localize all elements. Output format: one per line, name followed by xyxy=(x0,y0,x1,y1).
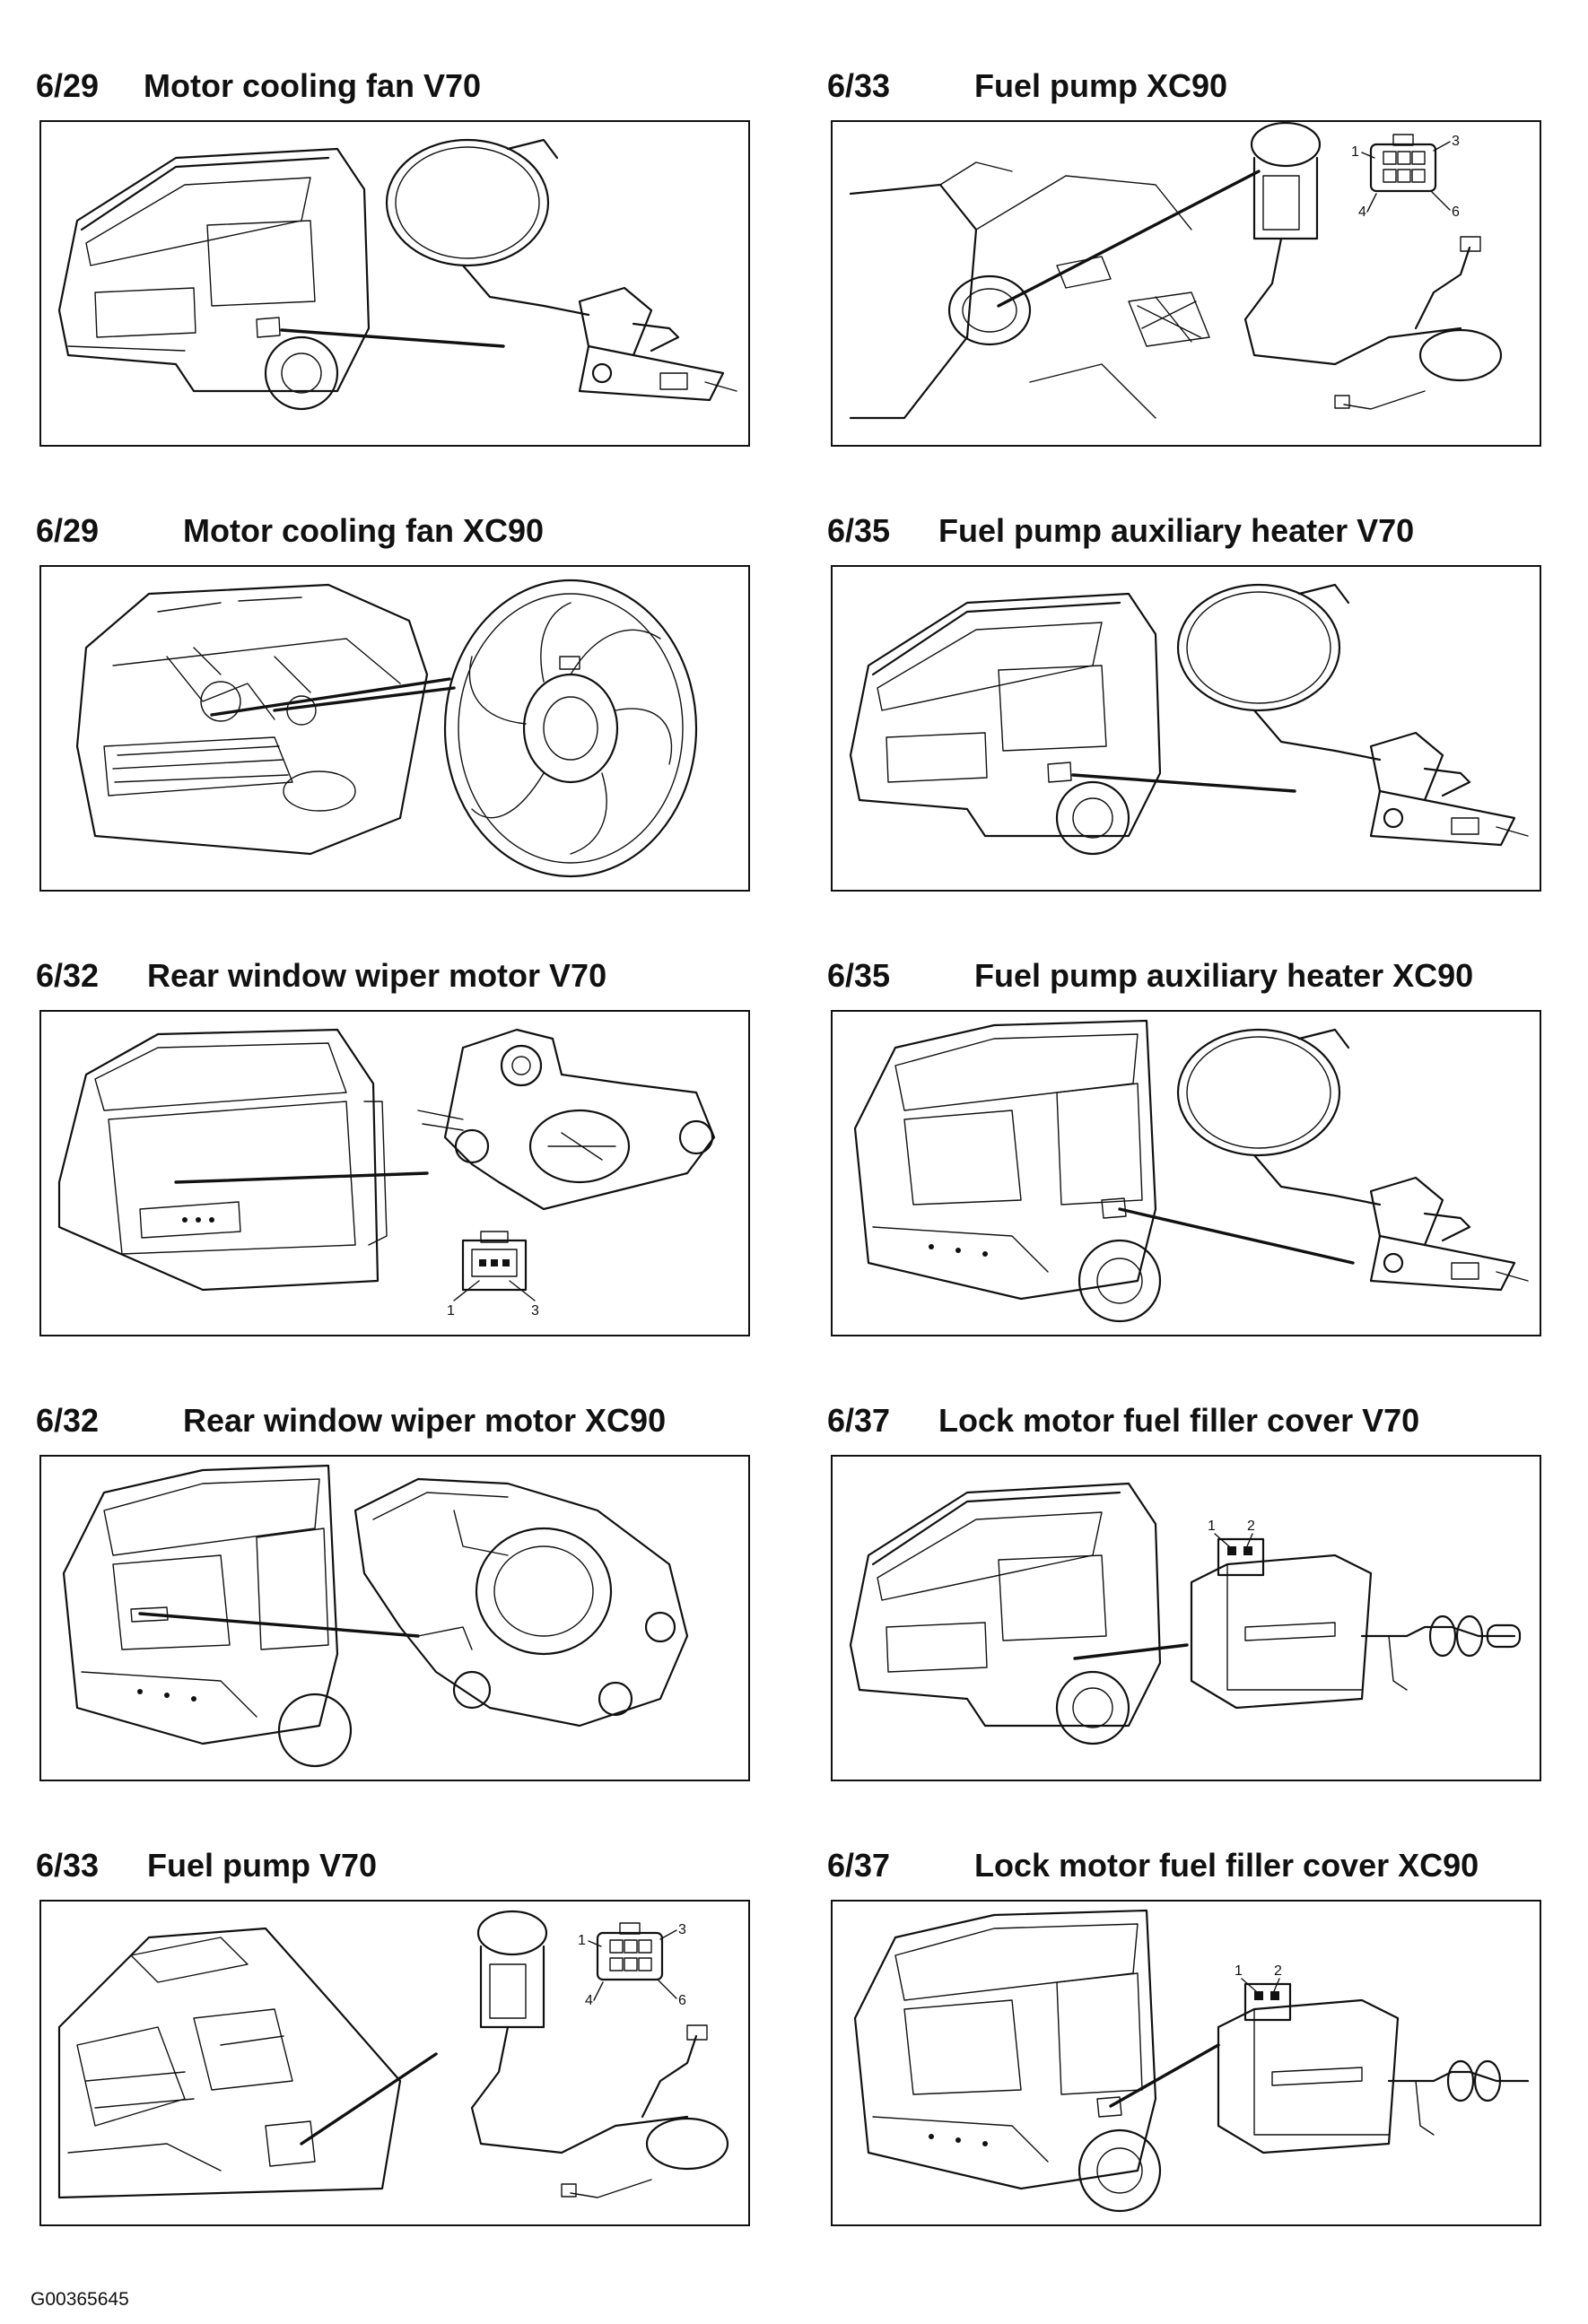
section-code: 6/33 xyxy=(36,1847,100,1884)
section-code: 6/33 xyxy=(827,67,891,104)
section-heading: 6/29 Motor cooling fan V70 xyxy=(36,61,754,111)
pin-label: 4 xyxy=(1358,205,1366,220)
illustration-frame xyxy=(39,1455,750,1781)
section-title: Motor cooling fan V70 xyxy=(144,67,482,104)
pin-label: 3 xyxy=(678,1922,686,1937)
section-title: Fuel pump auxiliary heater XC90 xyxy=(974,957,1474,994)
illustration-v70-aux-heater xyxy=(849,583,1529,856)
illustration-frame xyxy=(39,565,750,892)
section-code: 6/29 xyxy=(36,67,100,104)
section-code: 6/32 xyxy=(36,1402,100,1439)
pin-label: 1 xyxy=(1235,1963,1243,1979)
section-fuel-pump-auxiliary-heater-xc90: 6/35 Fuel pump auxiliary heater XC90 xyxy=(827,951,1545,1372)
section-rear-window-wiper-motor-xc90: 6/32 Rear window wiper motor XC90 xyxy=(36,1396,754,1817)
section-heading: 6/35 Fuel pump auxiliary heater XC90 xyxy=(827,951,1545,1001)
section-heading: 6/33 Fuel pump V70 xyxy=(36,1841,754,1891)
section-lock-motor-fuel-filler-cover-xc90: 6/37 Lock motor fuel filler cover XC90 xyxy=(827,1841,1545,2262)
section-title: Rear window wiper motor V70 xyxy=(147,957,607,994)
section-title: Motor cooling fan XC90 xyxy=(183,512,545,549)
illustration-xc90-wiper-motor xyxy=(62,1464,689,1768)
illustration-frame: 1 2 xyxy=(831,1900,1541,2226)
section-code: 6/37 xyxy=(827,1402,891,1439)
section-title: Fuel pump auxiliary heater V70 xyxy=(938,512,1415,549)
illustration-xc90-fuel-pump: 1 3 4 6 xyxy=(849,122,1503,420)
section-heading: 6/32 Rear window wiper motor XC90 xyxy=(36,1396,754,1446)
section-title: Fuel pump XC90 xyxy=(974,67,1228,104)
illustration-xc90-lock-motor: 1 2 xyxy=(853,1909,1530,2213)
section-code: 6/35 xyxy=(827,957,891,994)
illustration-xc90-engine-fan xyxy=(75,579,698,878)
section-title: Fuel pump V70 xyxy=(147,1847,378,1884)
illustration-v70-wiper-motor: 1 3 xyxy=(57,1028,716,1319)
pin-label: 1 xyxy=(1351,144,1359,160)
section-heading: 6/32 Rear window wiper motor V70 xyxy=(36,951,754,1001)
section-title: Rear window wiper motor XC90 xyxy=(183,1402,667,1439)
section-title: Lock motor fuel filler cover XC90 xyxy=(974,1847,1479,1884)
illustration-frame xyxy=(831,565,1541,892)
pin-label: 1 xyxy=(447,1303,455,1319)
section-title: Lock motor fuel filler cover V70 xyxy=(938,1402,1420,1439)
section-code: 6/37 xyxy=(827,1847,891,1884)
section-code: 6/32 xyxy=(36,957,100,994)
section-heading: 6/37 Lock motor fuel filler cover XC90 xyxy=(827,1841,1545,1891)
section-fuel-pump-xc90: 6/33 Fuel pump XC90 xyxy=(827,61,1545,483)
illustration-frame xyxy=(831,1010,1541,1336)
illustration-frame: 1 3 xyxy=(39,1010,750,1336)
section-heading: 6/37 Lock motor fuel filler cover V70 xyxy=(827,1396,1545,1446)
section-heading: 6/29 Motor cooling fan XC90 xyxy=(36,506,754,556)
section-fuel-pump-auxiliary-heater-v70: 6/35 Fuel pump auxiliary heater V70 xyxy=(827,506,1545,927)
section-fuel-pump-v70: 6/33 Fuel pump V70 xyxy=(36,1841,754,2262)
document-code: G00365645 xyxy=(31,2289,129,2310)
illustration-v70-lock-motor: 1 2 xyxy=(849,1482,1522,1745)
pin-label: 3 xyxy=(1452,134,1460,149)
section-lock-motor-fuel-filler-cover-v70: 6/37 Lock motor fuel filler cover V70 1 xyxy=(827,1396,1545,1817)
section-heading: 6/35 Fuel pump auxiliary heater V70 xyxy=(827,506,1545,556)
section-code: 6/29 xyxy=(36,512,100,549)
illustration-frame: 1 3 4 6 xyxy=(39,1900,750,2226)
illustration-xc90-aux-heater xyxy=(853,1019,1529,1323)
illustration-v70-cooling-fan xyxy=(57,138,737,411)
pin-label: 3 xyxy=(531,1303,539,1319)
pin-label: 2 xyxy=(1274,1963,1282,1979)
illustration-v70-fuel-pump: 1 3 4 6 xyxy=(57,1910,729,2199)
section-heading: 6/33 Fuel pump XC90 xyxy=(827,61,1545,111)
illustration-frame: 1 2 xyxy=(831,1455,1541,1781)
illustration-frame: 1 3 4 6 xyxy=(831,120,1541,447)
section-motor-cooling-fan-xc90: 6/29 Motor cooling fan XC90 xyxy=(36,506,754,927)
pin-label: 1 xyxy=(578,1933,586,1948)
section-code: 6/35 xyxy=(827,512,891,549)
section-rear-window-wiper-motor-v70: 6/32 Rear window wiper motor V70 xyxy=(36,951,754,1372)
illustration-frame xyxy=(39,120,750,447)
pin-label: 1 xyxy=(1208,1519,1216,1534)
pin-label: 2 xyxy=(1247,1519,1255,1534)
pin-label: 6 xyxy=(1452,205,1460,220)
pin-label: 6 xyxy=(678,1993,686,2008)
section-motor-cooling-fan-v70: 6/29 Motor cooling fan V70 xyxy=(36,61,754,483)
pin-label: 4 xyxy=(585,1993,593,2008)
